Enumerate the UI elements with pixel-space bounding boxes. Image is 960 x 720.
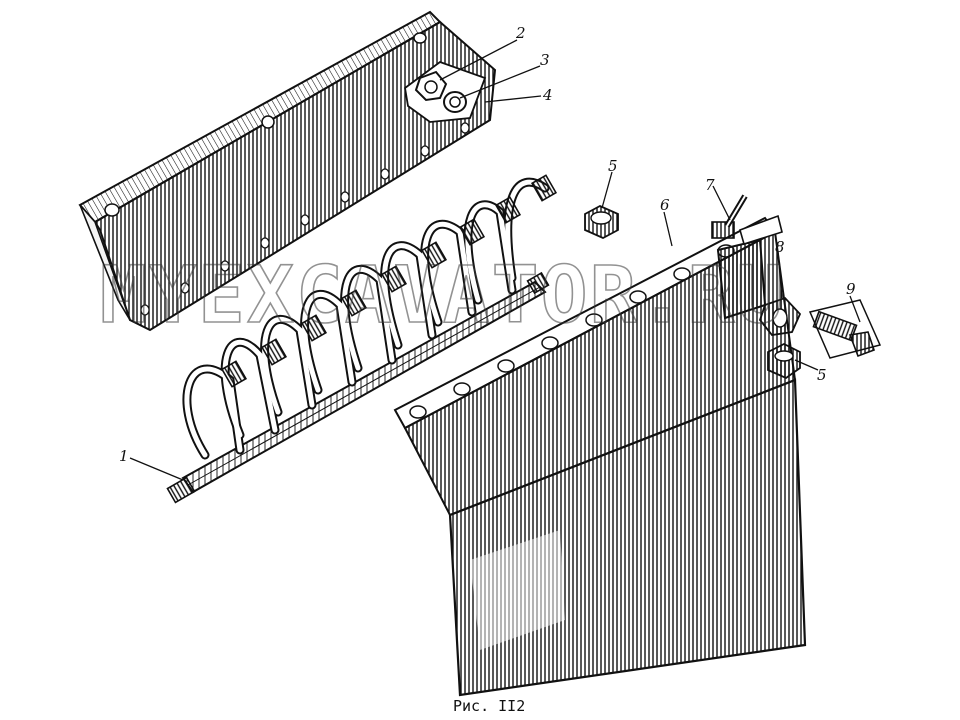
fitting-upper [584,204,619,240]
watermark: MYEXCAVATOR.RU [100,251,785,341]
callout-7: 7 [705,176,715,194]
callout-1: 1 [119,447,129,465]
callout-5-lower: 5 [817,366,827,384]
callout-4: 4 [542,86,553,104]
callout-8: 8 [775,238,785,256]
callout-2: 2 [515,24,526,42]
callout-3: 3 [540,51,550,69]
fitting-lower [767,342,801,380]
callout-5-upper: 5 [608,157,618,175]
callout-6: 6 [660,196,670,214]
shield-panel [393,216,807,697]
figure-caption: Рис. II2 [453,697,525,715]
leader-lines [129,39,861,481]
callout-9: 9 [846,280,856,298]
upper-bracket [78,10,497,332]
bolt [808,299,882,359]
union-nut [758,296,802,336]
manifold-pipe-assembly [166,174,558,504]
